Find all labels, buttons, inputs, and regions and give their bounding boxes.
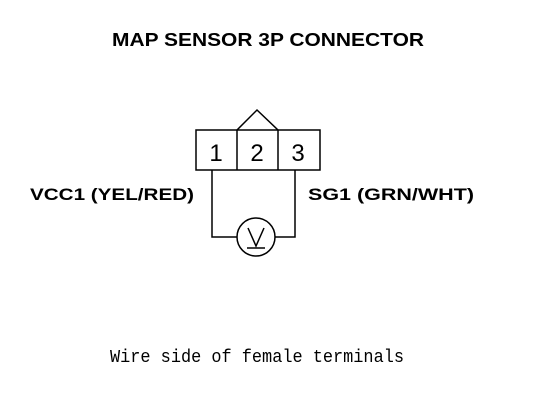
voltmeter-v-glyph [247, 227, 265, 248]
voltmeter-circuit [211, 170, 296, 257]
left-wire-label: VCC1 (YEL/RED) [30, 185, 194, 204]
connector-body: 1 2 3 [195, 108, 321, 171]
terminal-3-label: 3 [291, 140, 304, 167]
terminal-2-label: 2 [250, 140, 263, 167]
right-probe-wire [275, 170, 296, 238]
connector-lock-tab [236, 108, 279, 131]
connector-housing [195, 129, 321, 171]
left-probe-wire [211, 170, 237, 238]
terminal-1-label: 1 [209, 140, 222, 167]
diagram-caption: Wire side of female terminals [110, 348, 404, 368]
voltmeter-icon [236, 217, 276, 257]
diagram-title: MAP SENSOR 3P CONNECTOR [112, 30, 424, 50]
right-wire-label: SG1 (GRN/WHT) [308, 185, 474, 204]
